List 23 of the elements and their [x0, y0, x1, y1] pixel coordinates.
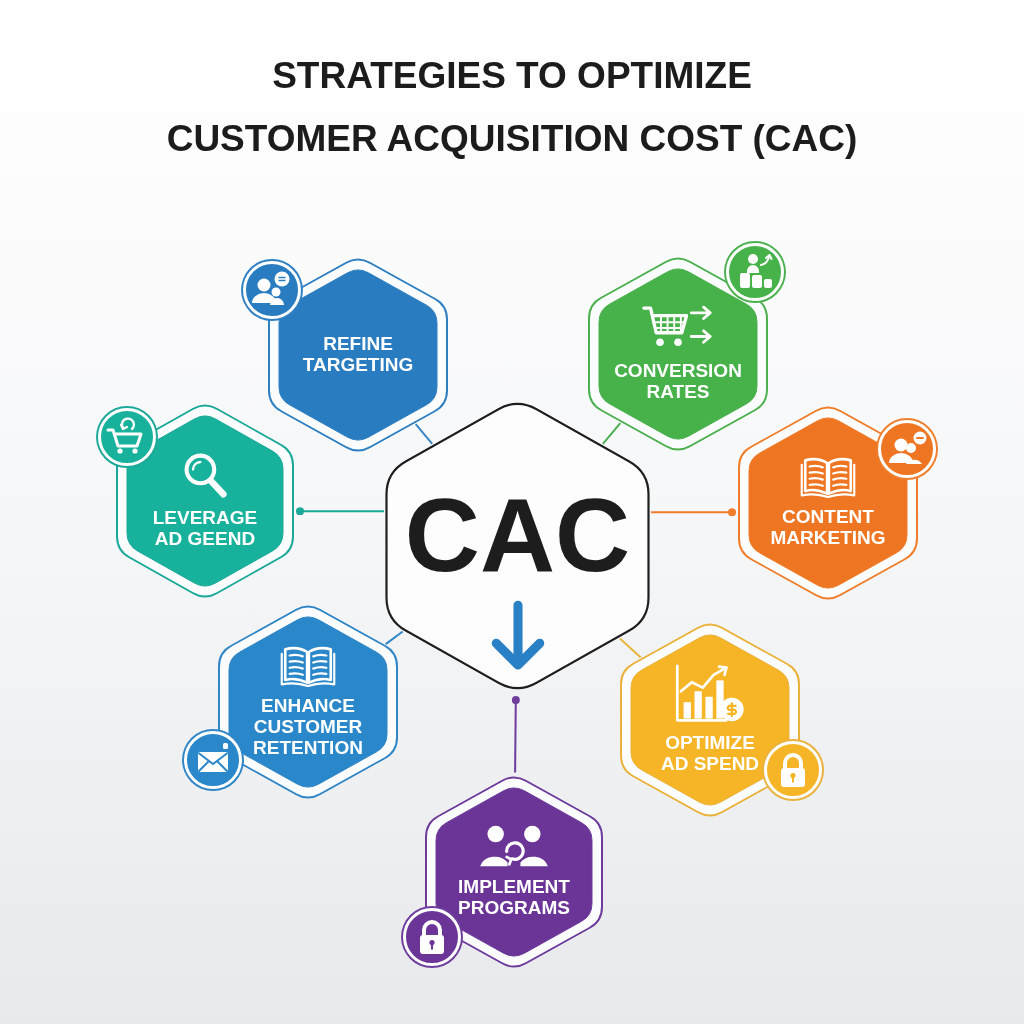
hexagon-node	[588, 254, 768, 454]
connector-line	[618, 637, 642, 659]
center-label: CAC	[404, 485, 631, 585]
hexagon-node	[738, 403, 918, 603]
hexagon-node	[425, 773, 603, 971]
node-label: ENHANCE CUSTOMER RETENTION	[252, 694, 364, 758]
node-label: CONVERSION RATES	[613, 360, 743, 402]
connector-line	[601, 422, 622, 445]
title: STRATEGIES TO OPTIMIZE CUSTOMER ACQUISITION COST (CAC)	[165, 54, 859, 161]
node-label: OPTIMIZE AD SPEND	[659, 732, 761, 774]
hexagon-node	[116, 401, 294, 601]
connector-line	[296, 507, 385, 516]
hexagon-node	[218, 602, 398, 802]
connector-line	[511, 696, 520, 774]
connector-line	[650, 508, 736, 517]
hexagon-node	[268, 255, 448, 455]
connector-line	[384, 630, 404, 646]
node-label: IMPLEMENT PROGRAMS	[457, 876, 571, 918]
node-label: CONTENT MARKETING	[769, 506, 887, 548]
hexagon-node	[620, 620, 800, 820]
node-label: REFINE TARGETING	[301, 333, 415, 375]
node-label: LEVERAGE AD GEEND	[151, 507, 259, 549]
connector-line	[414, 423, 434, 445]
